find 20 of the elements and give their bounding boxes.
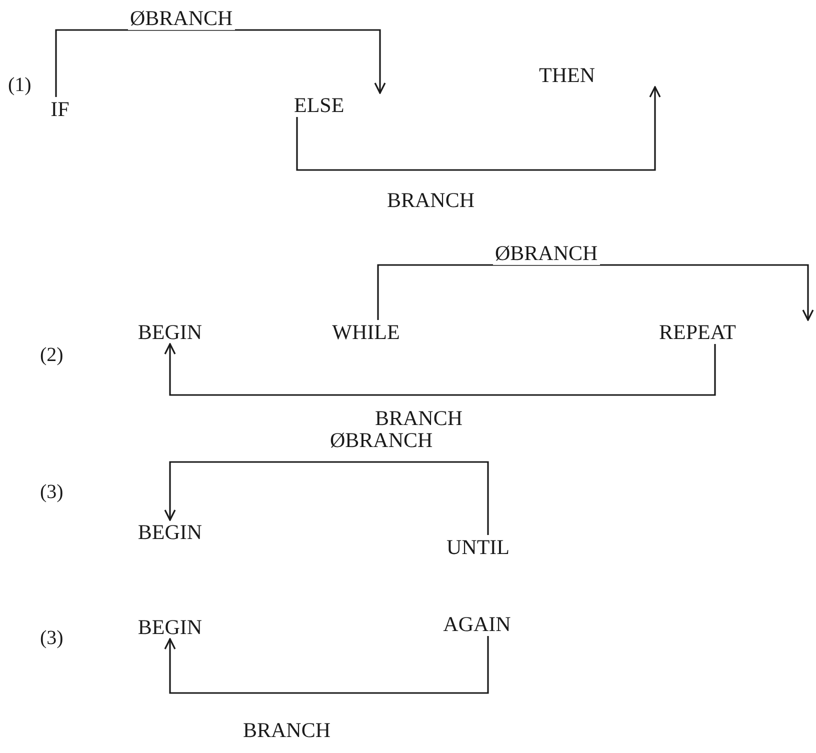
keyword-text: BEGIN (138, 520, 202, 544)
arrow (164, 343, 716, 396)
case-number: (2) (40, 343, 64, 367)
arrow (164, 636, 489, 694)
keyword-text: UNTIL (446, 535, 510, 559)
keyword-text: REPEAT (659, 320, 736, 344)
keyword-text: IF (50, 97, 70, 121)
arrow (377, 264, 814, 321)
case-number: (3) (40, 626, 64, 650)
arrow (55, 29, 386, 97)
keyword-text: WHILE (332, 320, 400, 344)
case-number: (3) (40, 480, 64, 504)
keyword-text: THEN (539, 63, 595, 87)
keyword-text: ELSE (294, 93, 344, 117)
keyword-text: BEGIN (138, 615, 202, 639)
arrow (296, 86, 661, 171)
keyword-text: AGAIN (443, 612, 511, 636)
case-number: (1) (8, 73, 32, 97)
arrow (164, 461, 489, 535)
keyword-text: BEGIN (138, 320, 202, 344)
